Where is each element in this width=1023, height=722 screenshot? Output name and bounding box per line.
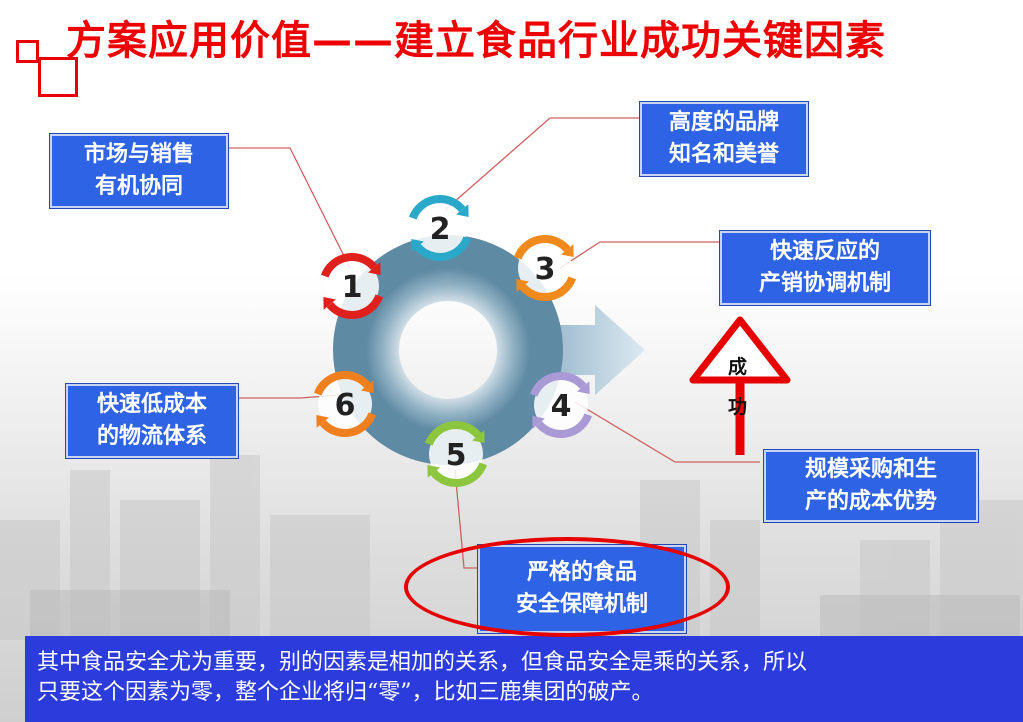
summary-line-2: 只要这个因素为零，整个企业将归“零”，比如三鹿集团的破产。 — [37, 680, 654, 705]
factor-box-6: 快速低成本 的物流体系 — [66, 384, 238, 458]
summary-line-1: 其中食品安全尤为重要，别的因素是相加的关系，但食品安全是乘的关系，所以 — [37, 650, 808, 675]
factor-box-1: 市场与销售 有机协同 — [50, 134, 228, 208]
factor-4-line-1: 规模采购和生 — [804, 457, 937, 482]
factor-badge-1: 1 — [320, 253, 384, 319]
factor-badge-4: 4 — [529, 372, 593, 438]
factor-badge-2: 2 — [408, 195, 472, 261]
sign-char-1: 成 — [728, 356, 748, 378]
factor-badge-number: 3 — [535, 252, 556, 287]
factor-box-4: 规模采购和生 产的成本优势 — [764, 450, 978, 522]
factor-3-line-2: 产销协调机制 — [758, 271, 891, 296]
factor-6-line-1: 快速低成本 — [96, 392, 207, 417]
decor-square-small — [16, 40, 39, 63]
factor-badge-number: 1 — [342, 270, 363, 305]
factor-2-line-1: 高度的品牌 — [668, 110, 779, 135]
factor-1-line-1: 市场与销售 — [83, 142, 194, 167]
factor-badge-number: 4 — [551, 389, 572, 424]
factor-badge-6: 6 — [313, 371, 377, 437]
factor-box-2: 高度的品牌 知名和美誉 — [640, 102, 808, 176]
factor-4-line-2: 产的成本优势 — [804, 489, 937, 514]
factor-6-line-2: 的物流体系 — [96, 424, 207, 449]
central-ring — [333, 235, 563, 465]
summary-text: 其中食品安全尤为重要，别的因素是相加的关系，但食品安全是乘的关系，所以 只要这个… — [25, 636, 1023, 722]
page-title: 方案应用价值——建立食品行业成功关键因素 — [66, 18, 886, 64]
factor-3-line-1: 快速反应的 — [769, 239, 880, 264]
warning-sign-icon — [689, 316, 791, 384]
factor-badge-3: 3 — [513, 235, 577, 301]
factor-box-3: 快速反应的 产销协调机制 — [720, 231, 930, 305]
highlight-oval — [404, 537, 730, 637]
factor-1-line-2: 有机协同 — [94, 174, 183, 199]
factor-2-line-2: 知名和美誉 — [668, 142, 779, 167]
factor-badge-5: 5 — [424, 421, 488, 487]
sign-char-2: 功 — [728, 396, 748, 418]
factor-badge-number: 2 — [430, 212, 451, 247]
decor-square-large — [38, 57, 78, 97]
factor-badge-number: 5 — [446, 438, 467, 473]
factor-badge-number: 6 — [335, 388, 356, 423]
